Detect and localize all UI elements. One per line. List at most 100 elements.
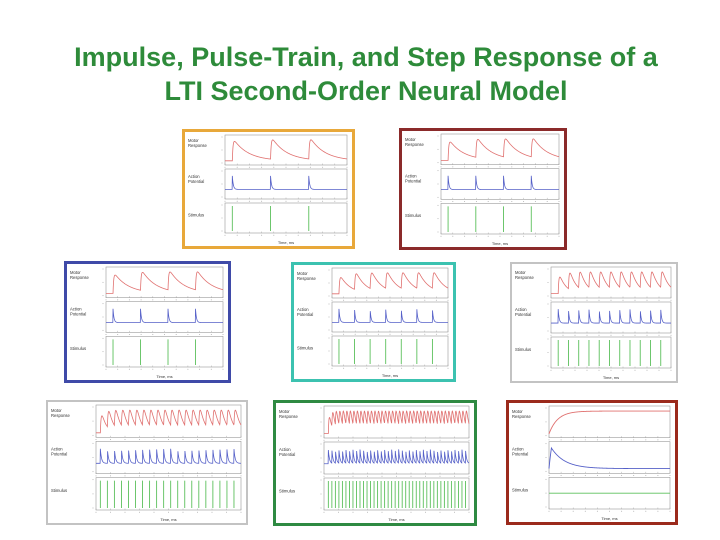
action-potential-label-2: Potential bbox=[279, 452, 295, 457]
time-axis-label: Time, ms bbox=[382, 373, 398, 378]
panel-plots: MotorResponseActionPotentialStimulusTime… bbox=[51, 404, 242, 522]
plot-axes-2 bbox=[548, 441, 671, 474]
stimulus-trace bbox=[99, 480, 235, 508]
panel-plots: MotorResponseActionPotentialStimulusTime… bbox=[188, 134, 348, 245]
motor-response-label: Motor bbox=[51, 408, 62, 413]
plot-axes-3 bbox=[440, 203, 560, 235]
action-potential-label: Action bbox=[279, 447, 291, 452]
time-axis-label: Time, ms bbox=[278, 240, 294, 245]
time-axis-label: Time, ms bbox=[160, 517, 176, 522]
plot-axes-1 bbox=[440, 133, 560, 165]
motor-response-label-2: Response bbox=[405, 142, 425, 147]
motor-response-trace bbox=[332, 272, 449, 295]
action-potential-trace bbox=[441, 175, 559, 190]
action-potential-label-2: Potential bbox=[188, 179, 204, 184]
time-axis-label: Time, ms bbox=[388, 517, 404, 522]
action-potential-trace bbox=[96, 448, 242, 464]
motor-response-trace bbox=[441, 138, 560, 161]
action-potential-trace bbox=[548, 446, 670, 470]
motor-response-trace bbox=[551, 271, 672, 295]
motor-response-label-2: Response bbox=[70, 275, 90, 280]
panel-plots: MotorResponseActionPotentialStimulusTime… bbox=[512, 405, 671, 521]
plot-axes-3 bbox=[95, 477, 242, 511]
panel-plots: MotorResponseActionPotentialStimulusTime… bbox=[70, 266, 224, 379]
stimulus-label: Stimulus bbox=[512, 488, 528, 493]
slide-title-line-2: LTI Second-Order Neural Model bbox=[164, 76, 568, 106]
motor-response-label-2: Response bbox=[188, 143, 208, 148]
motor-response-label-2: Response bbox=[512, 414, 532, 419]
motor-response-label-2: Response bbox=[515, 275, 535, 280]
stimulus-label: Stimulus bbox=[279, 488, 295, 493]
action-potential-trace bbox=[225, 175, 347, 190]
plot-axes-2 bbox=[224, 168, 348, 200]
stimulus-trace bbox=[447, 206, 532, 232]
motor-response-label: Motor bbox=[70, 270, 81, 275]
action-potential-label: Action bbox=[51, 446, 63, 451]
panel-plots: MotorResponseActionPotentialStimulusTime… bbox=[515, 266, 672, 380]
motor-response-label: Motor bbox=[515, 270, 526, 275]
stimulus-label: Stimulus bbox=[70, 346, 86, 351]
stimulus-trace bbox=[557, 340, 662, 366]
time-axis-label: Time, ms bbox=[492, 241, 508, 246]
motor-response-trace bbox=[106, 271, 224, 294]
stimulus-trace bbox=[338, 339, 433, 364]
panel-plots: MotorResponseActionPotentialStimulusTime… bbox=[279, 405, 470, 522]
plot-axes-2 bbox=[331, 301, 449, 333]
motor-response-trace bbox=[324, 410, 470, 434]
motor-response-trace bbox=[96, 409, 242, 434]
motor-response-label: Motor bbox=[512, 409, 523, 414]
plot-axes-2 bbox=[105, 301, 224, 333]
action-potential-trace bbox=[106, 308, 223, 323]
stimulus-label: Stimulus bbox=[188, 213, 204, 218]
motor-response-label: Motor bbox=[405, 137, 416, 142]
motor-response-label-2: Response bbox=[51, 413, 71, 418]
motor-response-label-2: Response bbox=[297, 276, 317, 281]
action-potential-trace bbox=[332, 308, 448, 323]
time-axis-label: Time, ms bbox=[603, 375, 619, 380]
time-axis-label: Time, ms bbox=[156, 374, 172, 379]
action-potential-label: Action bbox=[70, 307, 82, 312]
stimulus-trace bbox=[327, 481, 466, 508]
stimulus-label: Stimulus bbox=[297, 346, 313, 351]
plot-axes-2 bbox=[440, 168, 560, 200]
stimulus-label: Stimulus bbox=[515, 347, 531, 352]
action-potential-trace bbox=[324, 449, 470, 465]
motor-response-label: Motor bbox=[188, 138, 199, 143]
stimulus-label: Stimulus bbox=[51, 488, 67, 493]
panel-plots: MotorResponseActionPotentialStimulusTime… bbox=[405, 133, 560, 246]
stimulus-label: Stimulus bbox=[405, 213, 421, 218]
plot-axes-3 bbox=[105, 336, 224, 368]
action-potential-label-2: Potential bbox=[70, 312, 86, 317]
action-potential-label: Action bbox=[515, 307, 527, 312]
motor-response-label-2: Response bbox=[279, 414, 299, 419]
motor-response-label: Motor bbox=[297, 271, 308, 276]
plot-axes-3 bbox=[331, 335, 449, 367]
action-potential-label: Action bbox=[297, 307, 309, 312]
plot-axes-1 bbox=[95, 404, 242, 438]
action-potential-label-2: Potential bbox=[512, 452, 528, 457]
motor-response-trace bbox=[225, 139, 348, 162]
time-axis-label: Time, ms bbox=[601, 516, 617, 521]
stimulus-trace bbox=[112, 339, 196, 365]
action-potential-label: Action bbox=[512, 447, 524, 452]
action-potential-label-2: Potential bbox=[297, 312, 313, 317]
action-potential-label-2: Potential bbox=[515, 312, 531, 317]
plot-axes-3 bbox=[550, 336, 672, 369]
plot-axes-3 bbox=[224, 202, 348, 234]
action-potential-label-2: Potential bbox=[51, 451, 67, 456]
panel-plots: MotorResponseActionPotentialStimulusTime… bbox=[297, 267, 449, 378]
slide-title-line-1: Impulse, Pulse-Train, and Step Response … bbox=[74, 42, 658, 72]
action-potential-label: Action bbox=[188, 174, 200, 179]
slide-title: Impulse, Pulse-Train, and Step Response … bbox=[0, 40, 720, 108]
action-potential-label: Action bbox=[405, 174, 417, 179]
motor-response-label: Motor bbox=[279, 409, 290, 414]
action-potential-label-2: Potential bbox=[405, 179, 421, 184]
